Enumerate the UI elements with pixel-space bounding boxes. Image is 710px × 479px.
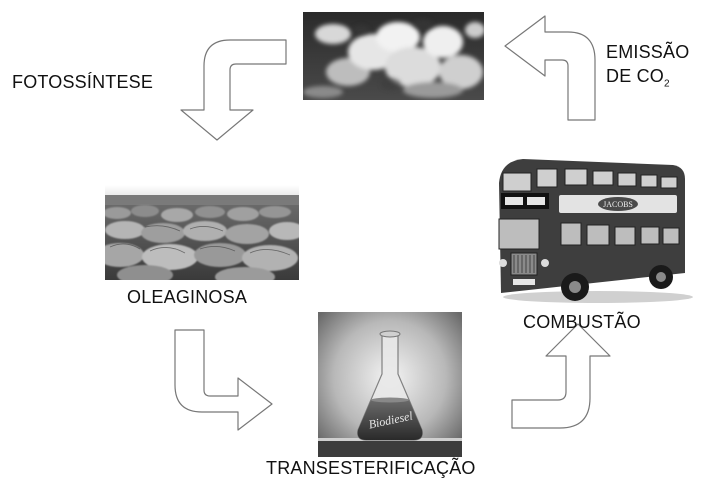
label-emission-line1: EMISSÃO <box>606 42 690 62</box>
label-emission-subscript: 2 <box>664 78 670 90</box>
arrow-emission-icon <box>504 15 596 121</box>
arrow-photosynthesis-icon <box>180 39 287 141</box>
bus-advert-text: JACOBS <box>603 200 633 209</box>
label-emission-line2: DE CO2 <box>606 64 689 97</box>
label-combustion-text: COMBUSTÃO <box>523 312 641 332</box>
label-oilseed: OLEAGINOSA <box>127 287 247 308</box>
biodiesel-flask-photo: Biodiesel <box>318 312 462 457</box>
label-combustion: COMBUSTÃO <box>523 312 641 333</box>
label-oilseed-text: OLEAGINOSA <box>127 287 248 307</box>
label-photosynthesis-text: FOTOSSÍNTESE <box>12 72 154 92</box>
label-emission-de-co: DE CO <box>606 66 665 86</box>
double-decker-bus-photo: JACOBS <box>493 155 693 307</box>
arrow-combustion-icon <box>511 323 611 429</box>
label-photosynthesis: FOTOSSÍNTESE <box>12 72 153 93</box>
arrow-transesterification-icon <box>174 329 273 431</box>
label-transesterification: TRANSESTERIFICAÇÃO <box>266 458 476 479</box>
label-transesterification-text: TRANSESTERIFICAÇÃO <box>266 458 476 478</box>
clouds-photo <box>303 12 484 100</box>
oilseed-crop-photo <box>105 185 299 280</box>
label-co2-emission: EMISSÃO DE CO2 <box>606 40 689 97</box>
